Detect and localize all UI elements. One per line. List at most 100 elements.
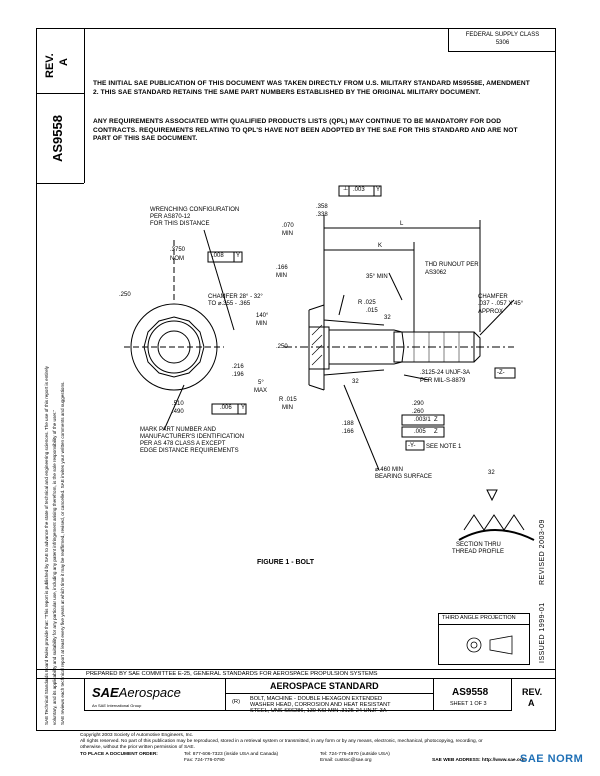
- thread-datum-z: -Z-: [497, 370, 505, 376]
- third-angle-divider: [438, 624, 530, 625]
- dim-260: .260: [412, 409, 424, 415]
- footer-copyright: Copyright 2003 Society of Automotive Eng…: [80, 733, 194, 738]
- dim-l: L: [400, 221, 404, 227]
- paragraph-qpl-requirements: ANY REQUIREMENTS ASSOCIATED WITH QUALIFI…: [93, 118, 518, 142]
- bearing-surface-2: BEARING SURFACE: [375, 474, 433, 480]
- logo-subtitle: An SAE International Group: [92, 703, 142, 708]
- leader-thread: [403, 374, 430, 381]
- fcf-top-datum: Y: [376, 187, 381, 193]
- deg-5-max: MAX: [254, 388, 268, 394]
- dim-k: K: [378, 243, 383, 249]
- third-angle-label: THIRD ANGLE PROJECTION: [442, 615, 516, 621]
- fsc-line1: FEDERAL SUPPLY CLASS: [465, 32, 540, 38]
- watermark: SAE NORM: [520, 753, 584, 765]
- dim-490: .490: [172, 409, 184, 415]
- std-title-3: STEEL, UNS S66286, 130 KSI MIN .3125-24 …: [250, 708, 387, 714]
- title-box: [226, 679, 434, 711]
- radius-025: R .025: [358, 300, 376, 306]
- dim-250a: .250: [119, 292, 131, 298]
- fcf-005-z: [401, 426, 445, 438]
- chamfer-head-2: TO ⌀.355 - .365: [208, 301, 251, 307]
- revision-mark: (R): [232, 699, 241, 705]
- dim-32c: 32: [488, 470, 495, 476]
- mark-part-2: MANUFACTURER'S IDENTIFICATION: [140, 434, 245, 440]
- sae-logo: SAEAerospace: [92, 685, 181, 700]
- rev-label: REV.: [44, 53, 56, 78]
- fcf-006-datum: Y: [241, 405, 246, 411]
- footer-email: Email: custsvc@sae.org: [320, 758, 372, 763]
- dim-250b: .250: [276, 344, 288, 350]
- dim-3750: .3750: [170, 247, 186, 253]
- fcf-006-y: [211, 403, 247, 415]
- thd-runout-1: THD RUNOUT PER: [425, 262, 479, 268]
- thread-body: [393, 331, 475, 363]
- bolt-drawing: [124, 185, 535, 541]
- prepared-by-bar: [36, 669, 556, 679]
- hex-section: [308, 326, 330, 370]
- fcf-008-datum: Y: [236, 253, 241, 259]
- dim-min-a: MIN: [282, 231, 293, 237]
- revised-date: REVISED 2003-09: [539, 519, 546, 585]
- dim-358: .358: [316, 204, 328, 210]
- thread-spec-2: PER MIL-S-8879: [420, 378, 466, 384]
- page-frame: [36, 28, 556, 731]
- left-strip: [36, 28, 85, 183]
- leader-wrench: [203, 229, 235, 331]
- dim-290: .290: [412, 401, 424, 407]
- fcf-008-value: .008: [212, 253, 224, 259]
- dim-166b: .166: [342, 429, 354, 435]
- chamfer-head-1: CHAMFER 28° - 32°: [208, 294, 263, 300]
- logo-box: [84, 679, 226, 711]
- mark-part-4: EDGE DISTANCE REQUIREMENTS: [140, 448, 239, 454]
- logo-sae: SAE: [92, 685, 119, 700]
- thread-profile: [463, 514, 525, 531]
- fcf-top-value: .003: [353, 187, 365, 193]
- left-strip-divider-2: [36, 183, 84, 184]
- wrench-label-3: FOR THIS DISTANCE: [150, 221, 210, 227]
- dim-32b: 32: [352, 379, 359, 385]
- docnum-box: [434, 679, 512, 711]
- paragraph-initial-publication: THE INITIAL SAE PUBLICATION OF THIS DOCU…: [93, 80, 530, 96]
- dim-070: .070: [282, 223, 294, 229]
- z-datum-box: [494, 367, 516, 379]
- leader-chamfer-head: [338, 294, 345, 316]
- dim-510: .510: [172, 401, 184, 407]
- wrench-label-2: PER AS870-12: [150, 214, 191, 220]
- double-hex-outline: [143, 316, 205, 378]
- fcf-008-y: [207, 251, 243, 263]
- radius-015: .015: [366, 308, 378, 314]
- deg-140: 140°: [256, 313, 269, 319]
- bearing-surface-1: ⌀.460 MIN: [375, 467, 403, 473]
- fcf-005-value: .005: [414, 429, 426, 435]
- footer-fax: Fax: 724-776-0790: [184, 758, 225, 763]
- mark-part-3: PER AS 478 CLASS A EXCEPT: [140, 441, 226, 447]
- footer-rights-1: All rights reserved. No part of this pub…: [80, 739, 483, 744]
- leader-bearing: [343, 384, 380, 471]
- rev-box-value: A: [528, 698, 535, 708]
- chamfer-right-1: CHAMFER: [478, 294, 508, 300]
- dim-min-b: MIN: [276, 273, 287, 279]
- left-strip-divider: [36, 93, 84, 94]
- prepared-by: PREPARED BY SAE COMMITTEE E-25, GENERAL …: [86, 671, 378, 677]
- thread-root: [458, 529, 535, 541]
- see-note-1: SEE NOTE 1: [426, 444, 462, 450]
- rev-box-label: REV.: [522, 687, 543, 697]
- third-angle-box: [438, 613, 530, 665]
- fcf-0031-z: [401, 414, 445, 426]
- federal-supply-class-box: FEDERAL SUPPLY CLASS 5306: [448, 28, 556, 52]
- sheet-number: SHEET 1 OF 3: [450, 701, 487, 707]
- fcf-005-datum: Z: [434, 429, 438, 435]
- chamfer-right-2: .037 - .057 X 45°: [478, 301, 524, 307]
- footer-tel-1: Tel: 877-606-7323 (inside USA and Canada…: [184, 752, 279, 757]
- footer-order-label: TO PLACE A DOCUMENT ORDER:: [80, 752, 158, 757]
- dim-166: .166: [276, 265, 288, 271]
- chamfer-right-3: APPROX: [478, 309, 504, 315]
- issued-date: ISSUED 1999-01: [539, 602, 546, 663]
- thd-runout-2: AS3062: [425, 270, 447, 276]
- fcf-top-003-y: [338, 185, 382, 197]
- thread-profile-label: THREAD PROFILE: [452, 549, 505, 555]
- dim-188: .188: [342, 421, 354, 427]
- std-title-1: BOLT, MACHINE - DOUBLE HEXAGON EXTENDED: [250, 696, 382, 702]
- fcf-top-perp: ⊥: [343, 186, 349, 192]
- wrench-label-1: WRENCHING CONFIGURATION: [150, 207, 240, 213]
